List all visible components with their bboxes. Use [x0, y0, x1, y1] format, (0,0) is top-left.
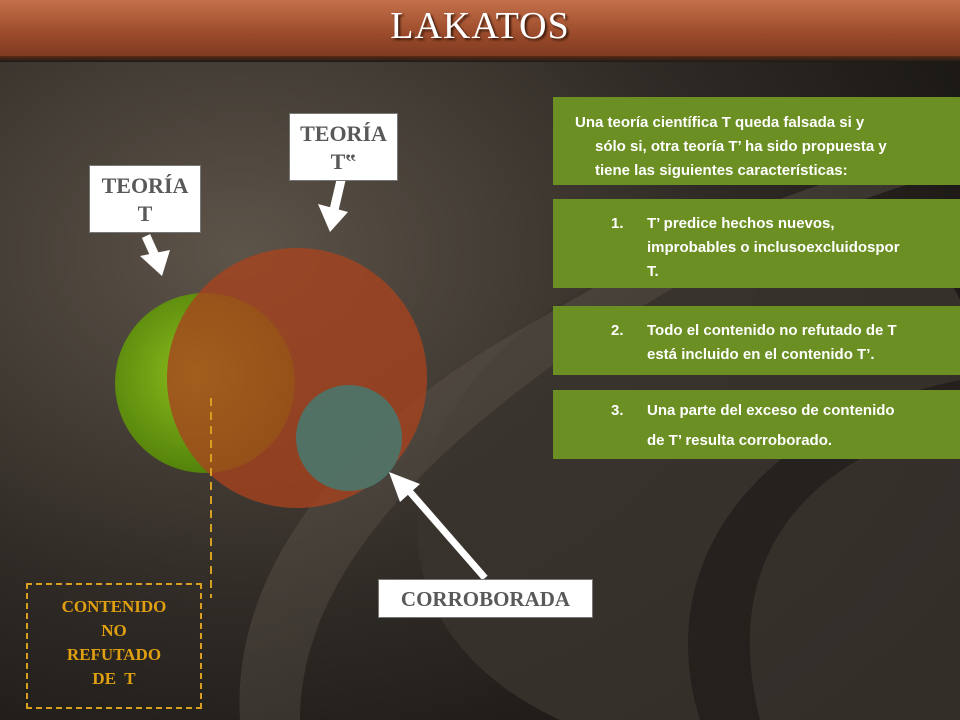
label-theory-t-line2: T — [137, 201, 153, 226]
item1-number: 1. — [611, 215, 624, 232]
intro-line3: tiene las siguientes características: — [595, 162, 848, 179]
unrefuted-line2: NO — [101, 621, 127, 640]
unrefuted-content-box: CONTENIDO NO REFUTADO DE T — [26, 583, 202, 709]
label-corroborated: CORROBORADA — [378, 579, 593, 618]
unrefuted-line1: CONTENIDO — [61, 597, 167, 616]
label-theory-t: TEORÍA T — [89, 165, 201, 233]
item2-line2: está incluido en el contenido T’. — [647, 346, 875, 363]
arrow-corroborated — [389, 472, 488, 581]
item2-number: 2. — [611, 322, 624, 339]
intro-line1: Una teoría científica T queda falsada si… — [575, 114, 865, 131]
unrefuted-line3: REFUTADO — [66, 645, 162, 664]
panel-item-2: 2. Todo el contenido no refutado de T es… — [553, 306, 960, 375]
panel-item-3: 3. Una parte del exceso de contenido de … — [553, 390, 960, 459]
item1-line1: T’ predice hechos nuevos, — [647, 215, 835, 232]
item3-number: 3. — [611, 402, 624, 419]
panel-item-1: 1. T’ predice hechos nuevos, improbables… — [553, 199, 960, 288]
intro-line2: sólo si, otra teoría T’ ha sido propuest… — [595, 138, 887, 155]
circle-corroborated — [296, 385, 402, 491]
unrefuted-line4: DE T — [92, 669, 136, 688]
arrow-theory-t-prime — [318, 178, 348, 232]
label-theory-t-prime-line1: TEORÍA — [300, 121, 387, 146]
label-theory-t-line1: TEORÍA — [101, 173, 189, 198]
item2-line1: Todo el contenido no refutado de T — [647, 322, 897, 339]
title-bar — [0, 0, 960, 62]
page-title: LAKATOS — [390, 5, 570, 47]
arrow-theory-t — [140, 234, 170, 276]
label-theory-t-prime: TEORÍA T‟ — [289, 113, 398, 181]
item3-line1: Una parte del exceso de contenido — [647, 402, 895, 419]
item1-line2: improbables o inclusoexcluidospor — [647, 239, 900, 256]
label-theory-t-prime-line2: T‟ — [330, 149, 357, 174]
item3-line2: de T’ resulta corroborado. — [647, 432, 833, 449]
item1-line3: T. — [647, 263, 659, 280]
panel-intro: Una teoría científica T queda falsada si… — [553, 97, 960, 185]
